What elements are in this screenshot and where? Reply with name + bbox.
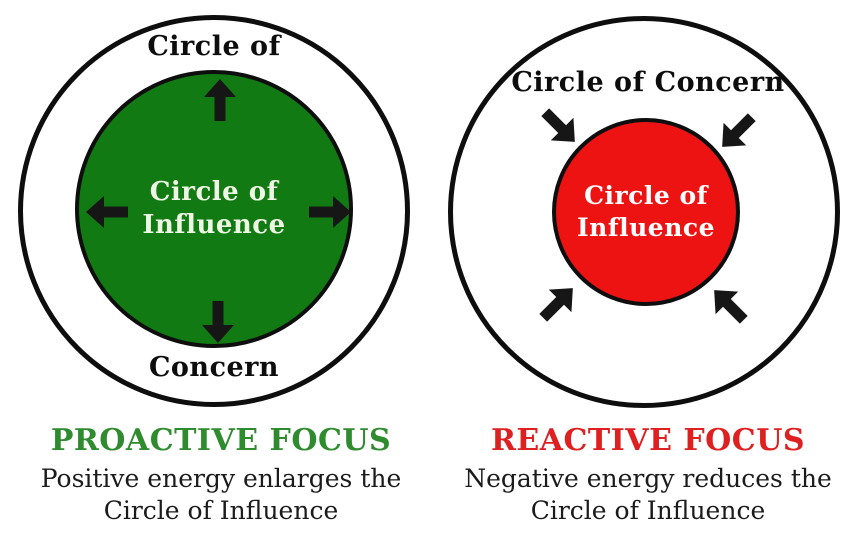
right-circle-of-influence: Circle of Influence — [552, 118, 740, 306]
reactive-caption-body: Negative energy reduces the Circle of In… — [436, 463, 860, 527]
proactive-caption-line1: Positive energy enlarges the — [40, 464, 402, 493]
left-outer-label-top: Circle of — [147, 31, 281, 62]
left-inner-label-line1: Circle of — [149, 176, 279, 207]
outward-arrow-down-icon — [202, 301, 234, 343]
reactive-caption: REACTIVE FOCUS Negative energy reduces t… — [436, 424, 860, 527]
right-inner-label-line2: Influence — [576, 213, 715, 242]
reactive-caption-line2: Circle of Influence — [530, 496, 766, 525]
inward-arrow-top-right-icon — [711, 106, 763, 158]
left-inner-label-line2: Influence — [142, 210, 286, 240]
proactive-focus-title: PROACTIVE FOCUS — [50, 423, 392, 458]
outward-arrow-up-icon — [204, 79, 236, 121]
right-inner-label-line1: Circle of — [584, 181, 708, 210]
inward-arrow-bottom-right-icon — [703, 279, 755, 331]
left-outer-label-bottom: Concern — [148, 352, 280, 383]
inward-arrow-bottom-left-icon — [532, 277, 584, 329]
right-inner-circle-label: Circle of Influence — [577, 180, 715, 244]
reactive-focus-title: REACTIVE FOCUS — [490, 423, 806, 458]
reactive-caption-line1: Negative energy reduces the — [464, 464, 832, 493]
inward-arrow-top-left-icon — [534, 101, 586, 153]
left-inner-circle-label: Circle of Influence — [142, 176, 285, 243]
right-outer-label-top: Circle of Concern — [511, 67, 785, 98]
proactive-caption-line2: Circle of Influence — [103, 496, 339, 525]
outward-arrow-right-icon — [309, 196, 351, 228]
proactive-caption: PROACTIVE FOCUS Positive energy enlarges… — [5, 424, 437, 527]
outward-arrow-left-icon — [86, 196, 128, 228]
proactive-caption-body: Positive energy enlarges the Circle of I… — [5, 463, 437, 527]
